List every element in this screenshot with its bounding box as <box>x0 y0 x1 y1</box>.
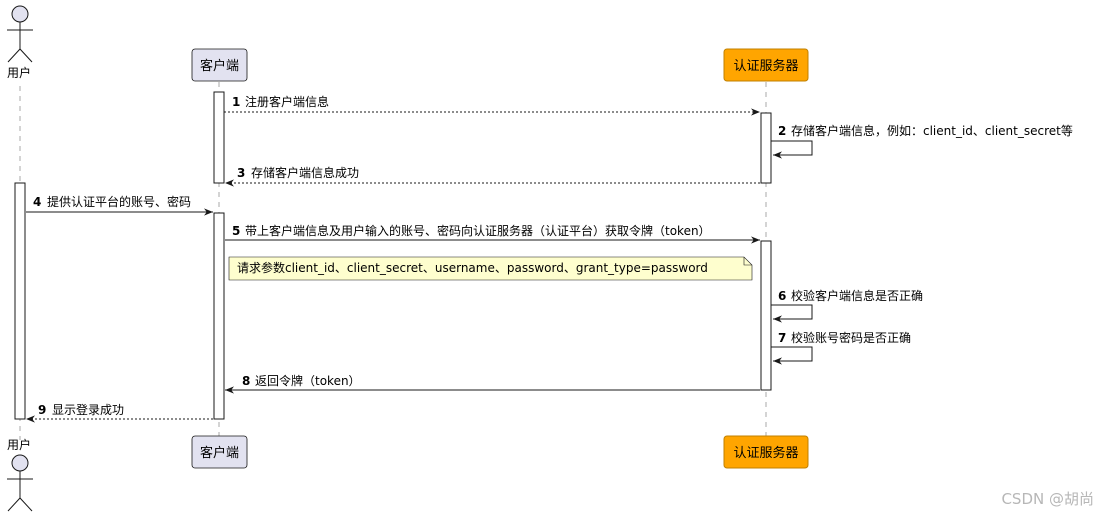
message-1: 1 注册客户端信息 <box>224 94 760 116</box>
message-2: 2 存储客户端信息，例如：client_id、client_secret等 <box>771 123 1073 159</box>
svg-text:3: 3 <box>237 166 245 180</box>
svg-text:存储客户端信息，例如：client_id、client_se: 存储客户端信息，例如：client_id、client_secret等 <box>791 123 1073 138</box>
server-box-top: 认证服务器 <box>723 48 809 82</box>
svg-text:返回令牌（token）: 返回令牌（token） <box>255 373 361 388</box>
svg-text:带上客户端信息及用户输入的账号、密码向认证服务器（认证平台）: 带上客户端信息及用户输入的账号、密码向认证服务器（认证平台）获取令牌（token… <box>245 223 711 238</box>
client-box-top: 客户端 <box>191 48 248 82</box>
server-label-bottom: 认证服务器 <box>733 445 798 461</box>
client-activation-1 <box>213 91 225 184</box>
server-activation-1 <box>760 112 772 184</box>
watermark: CSDN @胡尚 <box>1001 490 1094 508</box>
svg-text:显示登录成功: 显示登录成功 <box>52 402 124 417</box>
svg-text:校验账号密码是否正确: 校验账号密码是否正确 <box>791 330 911 345</box>
svg-text:提供认证平台的账号、密码: 提供认证平台的账号、密码 <box>47 194 191 209</box>
svg-text:校验客户端信息是否正确: 校验客户端信息是否正确 <box>791 288 923 303</box>
client-box-bottom: 客户端 <box>191 435 248 469</box>
message-6: 6 校验客户端信息是否正确 <box>771 288 923 323</box>
user-actor-top: 用户 <box>7 5 33 80</box>
message-4: 4 提供认证平台的账号、密码 <box>26 194 213 216</box>
svg-text:7: 7 <box>778 331 786 345</box>
message-9: 9 显示登录成功 <box>26 402 213 423</box>
svg-text:5: 5 <box>232 224 240 238</box>
note-text: 请求参数client_id、client_secret、username、pas… <box>237 260 708 275</box>
svg-text:6: 6 <box>778 289 786 303</box>
server-label-top: 认证服务器 <box>733 58 798 74</box>
user-activation <box>14 182 26 420</box>
client-activation-2 <box>213 212 225 420</box>
svg-text:4: 4 <box>33 195 41 209</box>
server-box-bottom: 认证服务器 <box>723 435 809 469</box>
svg-text:1: 1 <box>232 95 240 109</box>
svg-text:8: 8 <box>242 374 250 388</box>
user-actor-bottom: 用户 <box>7 437 33 512</box>
user-label-bottom: 用户 <box>7 437 31 452</box>
svg-text:2: 2 <box>778 124 786 138</box>
svg-text:注册客户端信息: 注册客户端信息 <box>245 94 329 109</box>
svg-text:存储客户端信息成功: 存储客户端信息成功 <box>251 165 359 180</box>
client-label-top: 客户端 <box>200 58 239 74</box>
client-label-bottom: 客户端 <box>200 445 239 461</box>
parameter-note: 请求参数client_id、client_secret、username、pas… <box>228 256 753 281</box>
message-5: 5 带上客户端信息及用户输入的账号、密码向认证服务器（认证平台）获取令牌（tok… <box>225 223 760 244</box>
message-7: 7 校验账号密码是否正确 <box>771 330 911 365</box>
message-8: 8 返回令牌（token） <box>225 373 760 394</box>
svg-text:9: 9 <box>38 403 46 417</box>
message-3: 3 存储客户端信息成功 <box>225 165 760 187</box>
server-activation-2 <box>760 240 772 391</box>
user-label-top: 用户 <box>7 65 31 80</box>
